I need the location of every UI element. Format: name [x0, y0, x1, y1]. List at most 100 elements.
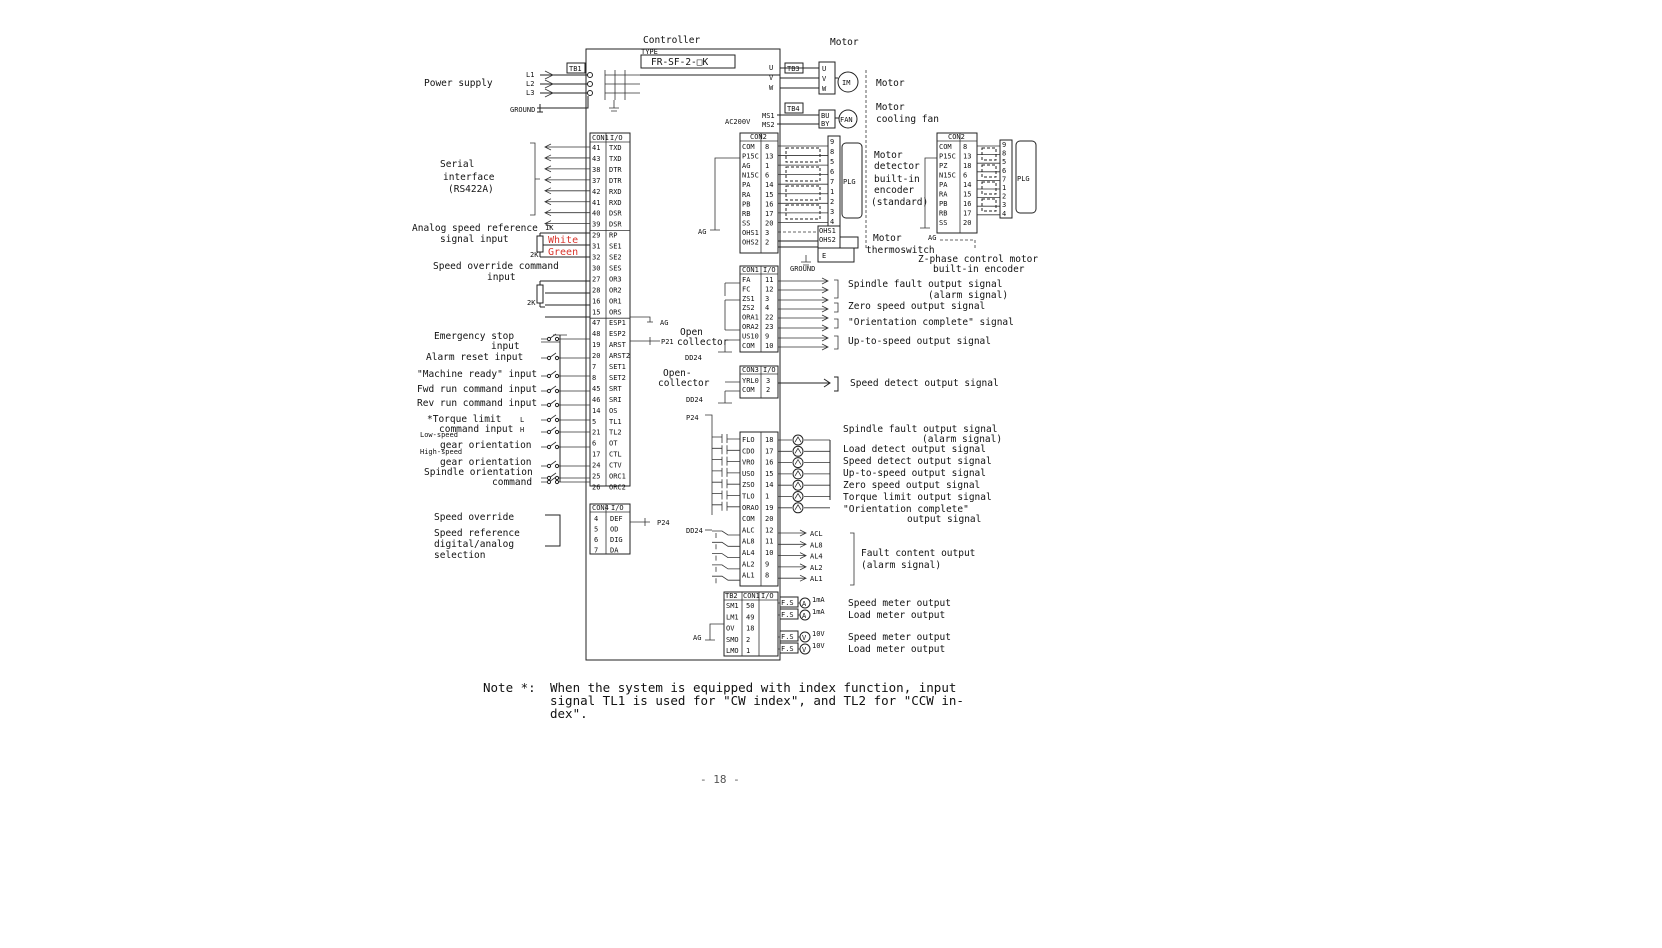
zphase-row-pin: 14	[963, 181, 971, 189]
meter-fs-label: F.S	[781, 599, 794, 607]
cn1b-row-pin: 23	[765, 323, 773, 331]
alarm-arrow	[778, 552, 807, 559]
cn1b-box	[739, 265, 779, 353]
relay-row-signal: AL4	[742, 549, 755, 557]
relay-row-pin: 8	[765, 572, 769, 580]
low-gear-label-1: gear orientation	[440, 440, 532, 451]
cn1-row-signal: CTV	[609, 462, 622, 470]
twisted-pair-shield	[785, 185, 821, 201]
cn2-row-pin: 16	[765, 200, 773, 208]
zphase-encoder-pin: 8	[1002, 150, 1006, 158]
cn1-row-pin: 29	[592, 232, 600, 240]
cn2-row-signal: RB	[742, 210, 750, 218]
relay-indicator-glyph	[794, 481, 802, 488]
e-mark: E	[822, 252, 826, 260]
meter-box	[723, 591, 779, 657]
cn1-row-signal: OR1	[609, 297, 622, 305]
meter-header-1: CON1	[743, 592, 760, 600]
relay-output-label: output signal	[907, 514, 981, 525]
cn1-row-pin: 25	[592, 473, 600, 481]
encoder-wiring	[778, 145, 828, 233]
cn2-row-pin: 1	[765, 162, 769, 170]
cn1-row-signal: TXD	[609, 155, 622, 163]
relay-row-pin: 9	[765, 560, 769, 568]
tb4-label: TB4	[787, 105, 800, 113]
meter-unit: 10V	[812, 642, 825, 650]
zphase-encoder-pin: 7	[1002, 175, 1006, 183]
relay-row-pin: 15	[765, 470, 773, 478]
fan-symbol-text: FAN	[840, 116, 853, 124]
estop-label-1: input	[491, 341, 520, 352]
by-label: BY	[821, 120, 830, 128]
zphase-shield	[981, 198, 997, 212]
fwd-label: Fwd run command input	[417, 384, 537, 395]
alarm-arrow	[778, 563, 807, 571]
cn1-row-pin: 15	[592, 308, 600, 316]
contact-terminal	[546, 463, 552, 469]
cn2-row-signal: AG	[742, 162, 750, 170]
cn1-row-signal: DTR	[609, 166, 622, 174]
meter-fs-box	[779, 630, 799, 642]
cn2-row-signal: PB	[742, 200, 750, 208]
cn3-row-pin: 3	[766, 377, 770, 385]
relay-row-signal: TLO	[742, 493, 755, 501]
ag2-label: AG	[698, 228, 706, 236]
relay-output-labels: Spindle fault output signal(alarm signal…	[843, 424, 1002, 525]
relay-output-label: Speed detect output signal	[843, 456, 992, 467]
relay-contact	[712, 479, 740, 489]
detector-label-3: encoder	[874, 185, 914, 196]
encoder-pin: 7	[830, 178, 834, 186]
zphase-plg-box	[1015, 140, 1037, 214]
cn1-row-pin: 47	[592, 319, 600, 327]
cn1b-row-signal: COM	[742, 342, 755, 350]
detector-label-4: (standard)	[871, 197, 928, 208]
white-label: White	[548, 235, 578, 246]
meter-output-label: Load meter output	[848, 644, 945, 655]
output-arrow	[778, 324, 829, 332]
meter-row-pin: 50	[746, 602, 754, 610]
thermo-label-0: Motor	[873, 233, 902, 244]
thermo-label-1: thermoswitch	[866, 245, 935, 256]
cn1b-row-pin: 9	[765, 332, 769, 340]
meter-row-pin: 1	[746, 647, 750, 655]
spindle-label-1: command	[492, 477, 532, 488]
cn1b-row-pin: 10	[765, 342, 773, 350]
cn3-row-signal: YRL0	[742, 377, 759, 385]
note-line-2: signal TL1 is used for "CW index", and T…	[550, 693, 964, 708]
cn1-row-signal: OS	[609, 407, 617, 415]
cn4-row-pin: 7	[594, 547, 598, 555]
uvw-u2: U	[822, 65, 826, 73]
cn2-row-signal: OHS2	[742, 239, 759, 247]
ground-label-a: GROUND	[510, 106, 535, 114]
cn4-row-signal: OD	[610, 526, 618, 534]
cn3-row-pin: 2	[766, 386, 770, 394]
relay-indicator-glyph	[794, 492, 802, 499]
meter-header-2: I/O	[761, 592, 774, 600]
meter-row-signal: SMO	[726, 636, 739, 644]
alarm-output-label: ACL	[810, 530, 823, 538]
cn1-row-pin: 32	[592, 254, 600, 262]
contact-terminal	[554, 479, 560, 485]
output-arrows-1	[778, 277, 829, 351]
cn2-row-pin: 2	[765, 239, 769, 247]
ac200v-label: AC200V	[725, 118, 751, 126]
cn1-row-pin: 6	[592, 440, 596, 448]
ms1-label: MS1	[762, 112, 775, 120]
cn1-row-pin: 31	[592, 243, 600, 251]
cn1-row-signal: RXD	[609, 188, 622, 196]
cn1-row-pin: 37	[592, 177, 600, 185]
relay-row-pin: 14	[765, 481, 773, 489]
ohs1-b: OHS1	[819, 227, 836, 235]
cn3-box	[739, 365, 779, 399]
contact-terminal	[554, 463, 560, 469]
power-terminal-l2: L2	[526, 80, 534, 88]
cn1-row-pin: 27	[592, 275, 600, 283]
motor-symbol-text: IM	[842, 79, 850, 87]
motor-symbol	[837, 71, 859, 93]
cn1-row-pin: 41	[592, 144, 600, 152]
zphase-row-signal: PB	[939, 200, 947, 208]
cn1-row-pin: 19	[592, 341, 600, 349]
twisted-pair-shield	[785, 204, 821, 220]
